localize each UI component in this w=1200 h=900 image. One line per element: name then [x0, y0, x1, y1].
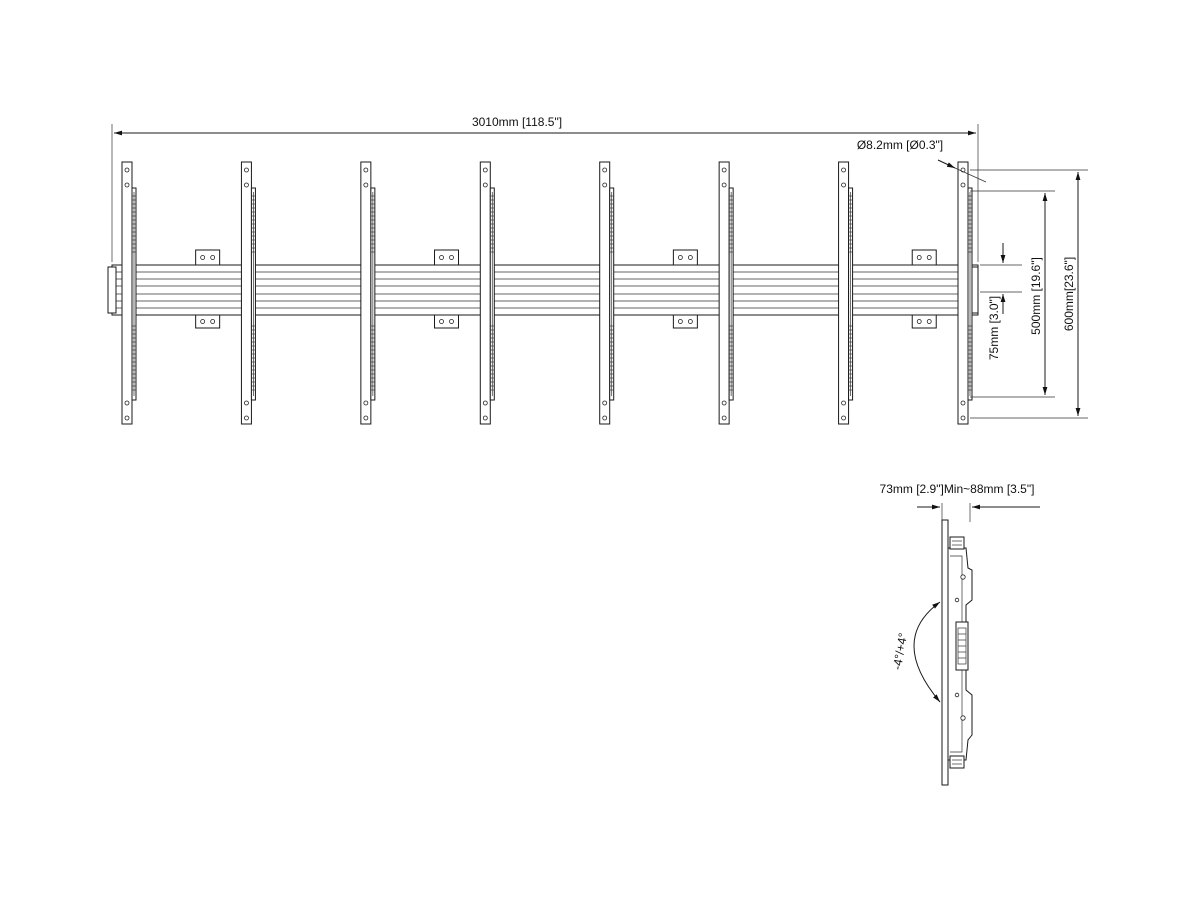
- tilt-label: -4°/+4°: [890, 632, 910, 671]
- spacer-block: [434, 314, 460, 329]
- upright-bracket: [957, 161, 973, 425]
- spacing-75-dimension: 75mm [3.0"]: [980, 243, 1022, 360]
- total-width-label: 3010mm [118.5"]: [472, 115, 562, 129]
- upright-group: [121, 161, 973, 425]
- spacer-block: [911, 249, 937, 266]
- upright-bracket: [718, 161, 734, 425]
- spacer-block: [672, 249, 698, 266]
- spacer-block: [672, 314, 698, 329]
- depth-label: 73mm [2.9"]Min~88mm [3.5"]: [880, 482, 1035, 496]
- upright-bracket: [599, 161, 615, 425]
- tilt-arc: [913, 601, 941, 703]
- height-500-label: 500mm [19.6"]: [1029, 257, 1043, 335]
- upright-bracket: [360, 161, 376, 425]
- spacer-group: [195, 249, 937, 329]
- upright-bracket: [121, 161, 137, 425]
- front-view-mount: [107, 161, 979, 425]
- upright-bracket: [838, 161, 854, 425]
- spacer-block: [434, 249, 460, 266]
- upright-bracket: [479, 161, 495, 425]
- hole-diameter-label: Ø8.2mm [Ø0.3"]: [857, 138, 943, 152]
- wall-plate: [941, 519, 949, 786]
- spacer-block: [195, 249, 221, 266]
- height-500-dimension: 500mm [19.6"]: [970, 190, 1055, 398]
- side-view-mount: 73mm [2.9"]Min~88mm [3.5"] -4°/+4°: [880, 482, 1040, 786]
- spacer-block: [911, 314, 937, 329]
- upright-bracket: [240, 161, 256, 425]
- height-600-dimension: 600mm[23.6"]: [970, 169, 1088, 419]
- total-width-dimension: 3010mm [118.5"]: [111, 115, 979, 262]
- horizontal-rail: [107, 264, 979, 316]
- height-600-label: 600mm[23.6"]: [1062, 257, 1076, 331]
- hole-diameter-callout: Ø8.2mm [Ø0.3"]: [857, 138, 987, 183]
- spacing-75-label: 75mm [3.0"]: [987, 296, 1001, 360]
- spacer-block: [195, 314, 221, 329]
